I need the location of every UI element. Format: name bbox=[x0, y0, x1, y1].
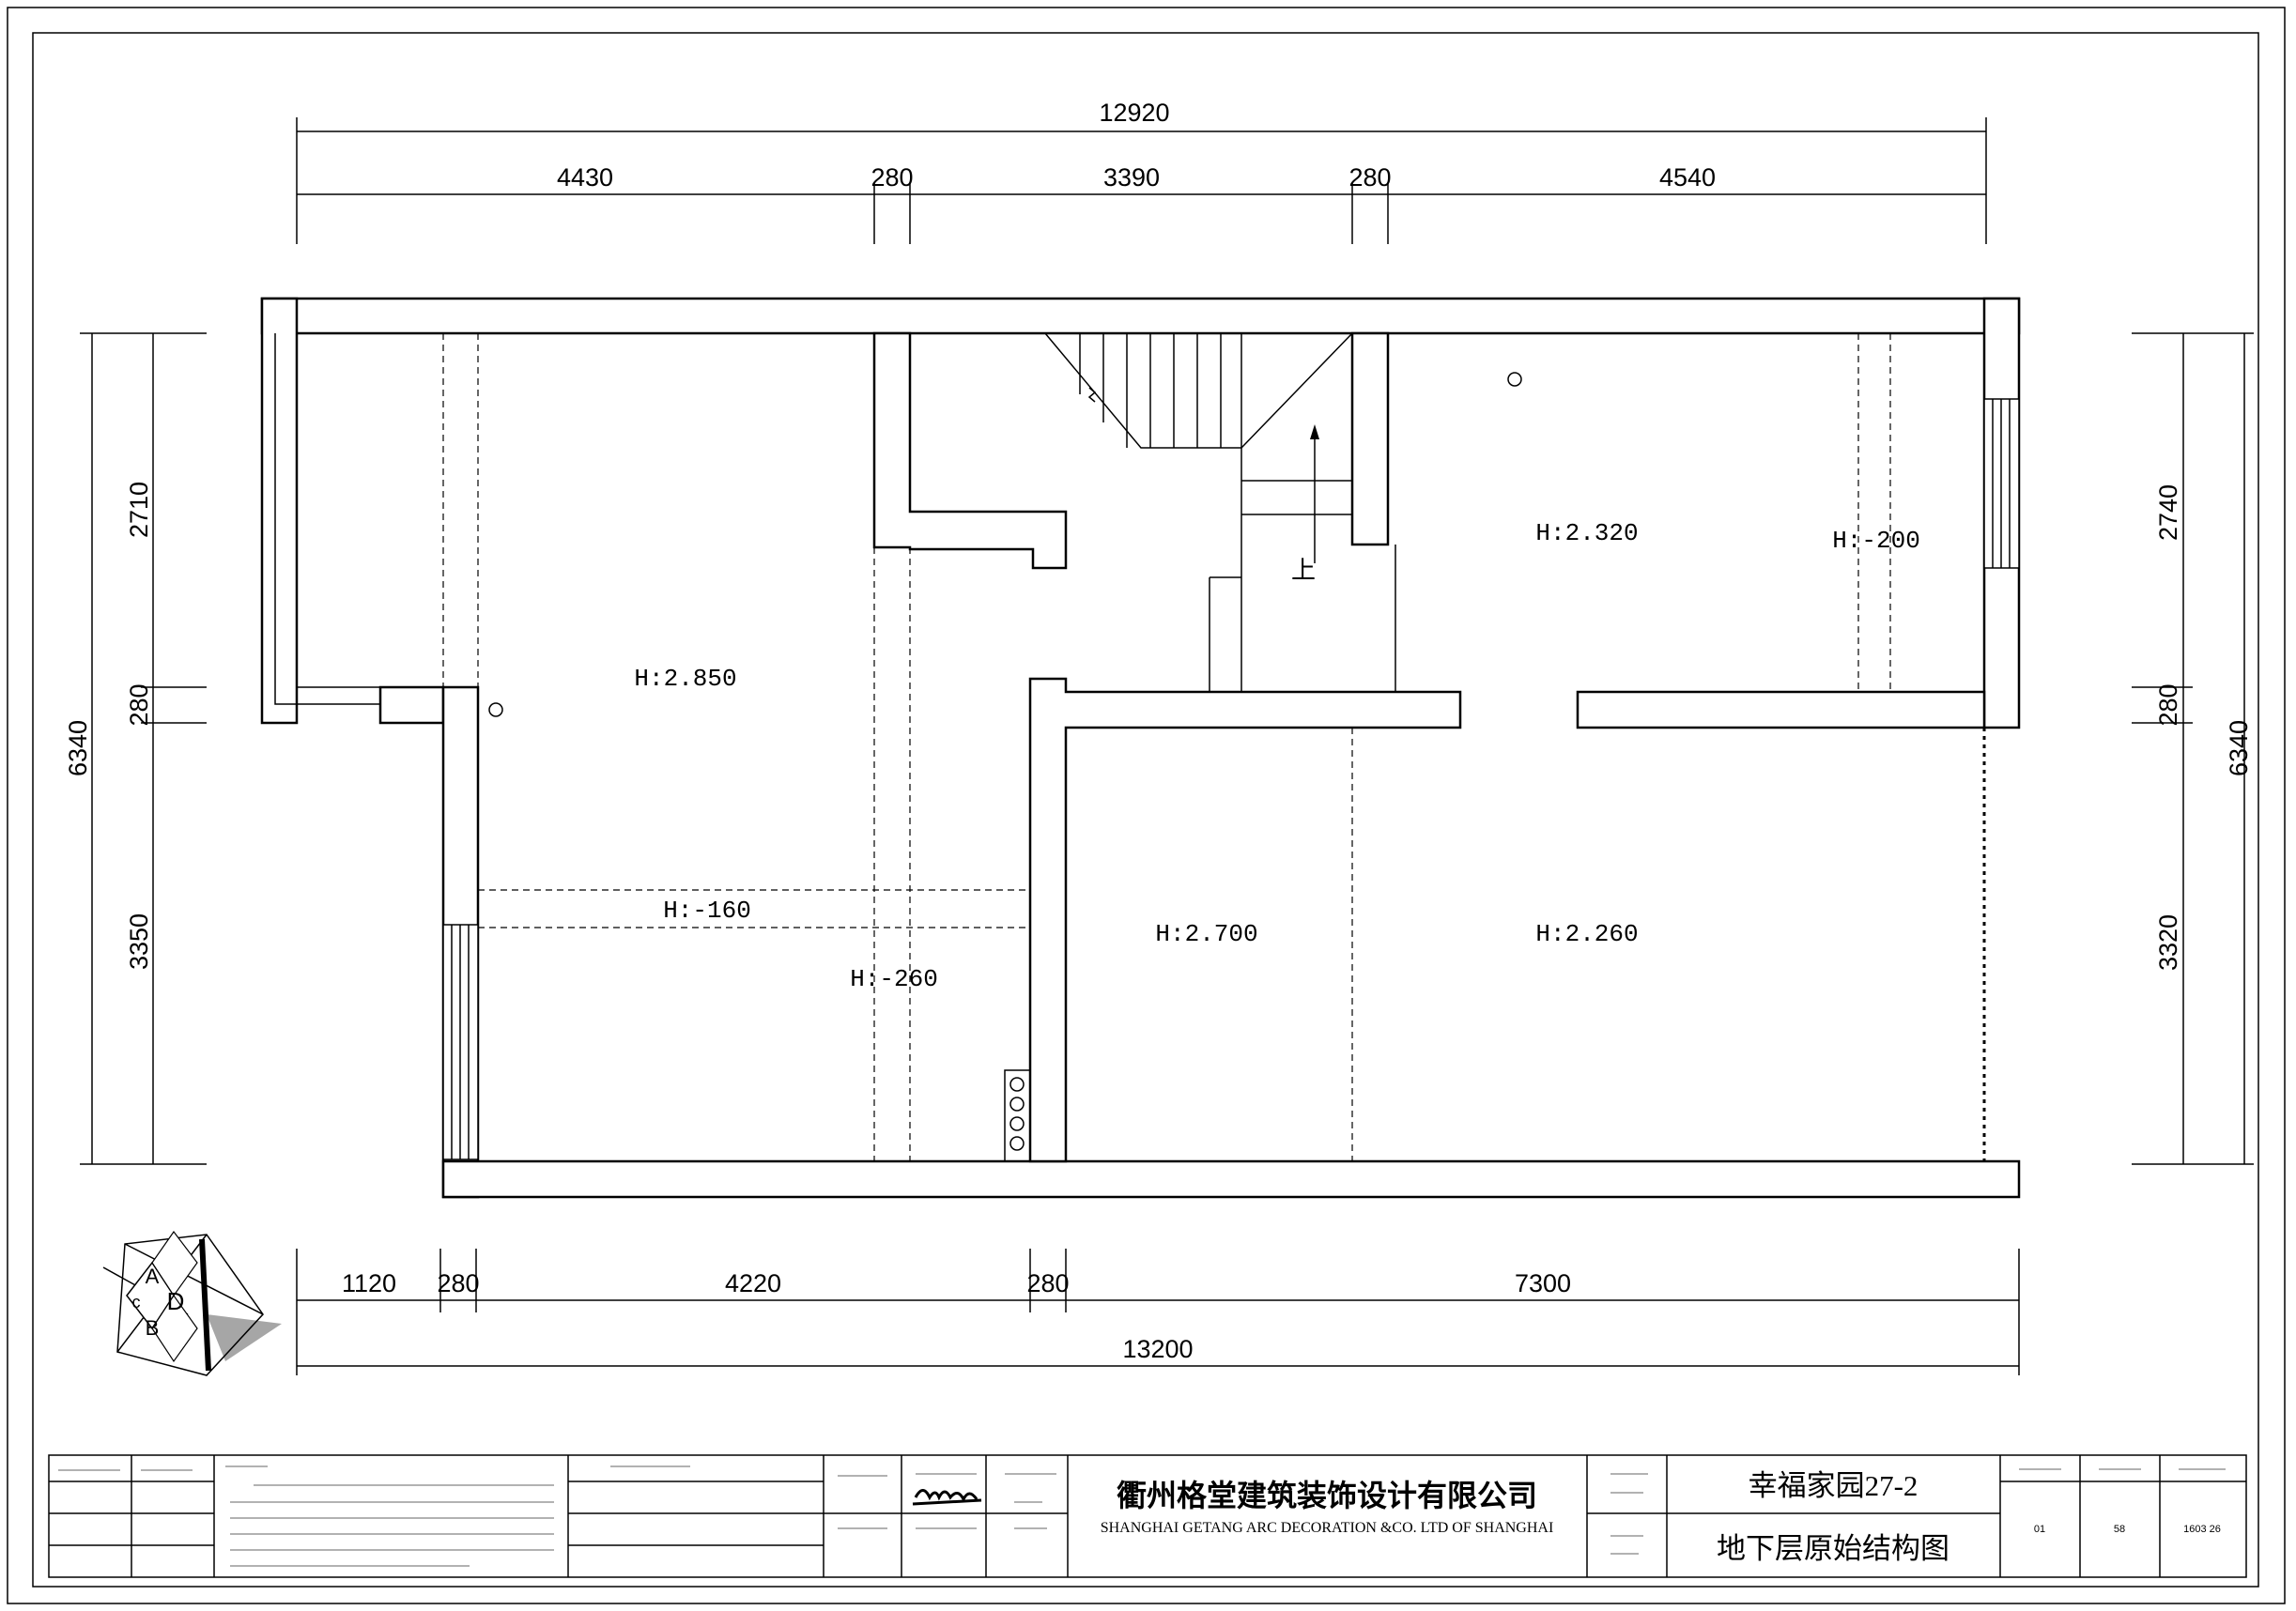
dim-bottom-4: 280 bbox=[1026, 1269, 1069, 1297]
outer-border bbox=[7, 7, 2286, 1604]
title-block: 衢州格堂建筑装饰设计有限公司 SHANGHAI GETANG ARC DECOR… bbox=[48, 1454, 2247, 1578]
project-name: 幸福家园27-2 bbox=[1749, 1469, 1918, 1502]
walls bbox=[260, 297, 2021, 1199]
dim-right-3: 3320 bbox=[2154, 914, 2182, 971]
company-name-cn: 衢州格堂建筑装饰设计有限公司 bbox=[1117, 1479, 1537, 1512]
dim-top-5: 4540 bbox=[1659, 163, 1716, 192]
dim-bottom-2: 280 bbox=[437, 1269, 479, 1297]
dim-right-1: 2740 bbox=[2154, 484, 2182, 541]
drawing-number: 01 bbox=[2034, 1524, 2045, 1535]
left-dimensions: 6340 2710 280 3350 bbox=[64, 332, 207, 1165]
dim-left-1: 2710 bbox=[125, 482, 153, 538]
drawing-title: 地下层原始结构图 bbox=[1717, 1532, 1949, 1565]
room-label: H:2.850 bbox=[634, 665, 736, 693]
dim-top-4: 280 bbox=[1348, 163, 1391, 192]
right-dimensions: 2740 280 3320 6340 bbox=[2132, 332, 2254, 1165]
company-name-en: SHANGHAI GETANG ARC DECORATION &CO. LTD … bbox=[1101, 1520, 1554, 1536]
dim-right-2: 280 bbox=[2154, 683, 2182, 726]
index-symbol: A B c D bbox=[102, 1230, 282, 1376]
inner-border bbox=[32, 32, 2259, 1588]
dim-right-total: 6340 bbox=[2225, 720, 2253, 776]
dim-top-1: 4430 bbox=[557, 163, 613, 192]
room-label: H:-160 bbox=[663, 897, 751, 925]
drain-right bbox=[1507, 372, 1522, 387]
index-a: A bbox=[146, 1265, 160, 1288]
sheet-number: 58 bbox=[2114, 1524, 2125, 1535]
drain-left bbox=[488, 702, 503, 717]
staircase: 上 bbox=[1044, 332, 1396, 692]
room-label: H:-200 bbox=[1832, 527, 1920, 555]
dim-left-3: 3350 bbox=[125, 913, 153, 970]
dim-bottom-1: 1120 bbox=[342, 1269, 396, 1297]
pipe-riser bbox=[1004, 1069, 1031, 1162]
bottom-dimensions: 1120 280 4220 280 7300 13200 bbox=[296, 1249, 2020, 1375]
index-b: B bbox=[146, 1316, 160, 1340]
stair-up-label: 上 bbox=[1291, 557, 1316, 586]
dim-bottom-3: 4220 bbox=[725, 1269, 781, 1297]
room-label: H:-260 bbox=[850, 965, 938, 993]
top-dimensions: 12920 4430 280 3390 280 4540 bbox=[296, 99, 1987, 244]
index-d: D bbox=[167, 1287, 185, 1315]
dim-top-total: 12920 bbox=[1099, 99, 1169, 127]
room-labels: H:2.850 H:2.320 H:-200 H:-160 H:-260 H:2… bbox=[634, 519, 1919, 993]
room-label: H:2.320 bbox=[1535, 519, 1638, 547]
room-label: H:2.700 bbox=[1155, 920, 1257, 948]
dim-top-2: 280 bbox=[871, 163, 913, 192]
index-c: c bbox=[132, 1293, 141, 1312]
fixtures bbox=[488, 372, 1522, 1162]
dim-bottom-5: 7300 bbox=[1515, 1269, 1571, 1297]
dim-top-3: 3390 bbox=[1103, 163, 1160, 192]
design-number: 1603 26 bbox=[2183, 1524, 2221, 1535]
dim-left-2: 280 bbox=[125, 683, 153, 726]
dashed-lines bbox=[442, 333, 1891, 1161]
dim-left-total: 6340 bbox=[64, 720, 92, 776]
dim-bottom-total: 13200 bbox=[1122, 1335, 1193, 1363]
room-label: H:2.260 bbox=[1535, 920, 1638, 948]
